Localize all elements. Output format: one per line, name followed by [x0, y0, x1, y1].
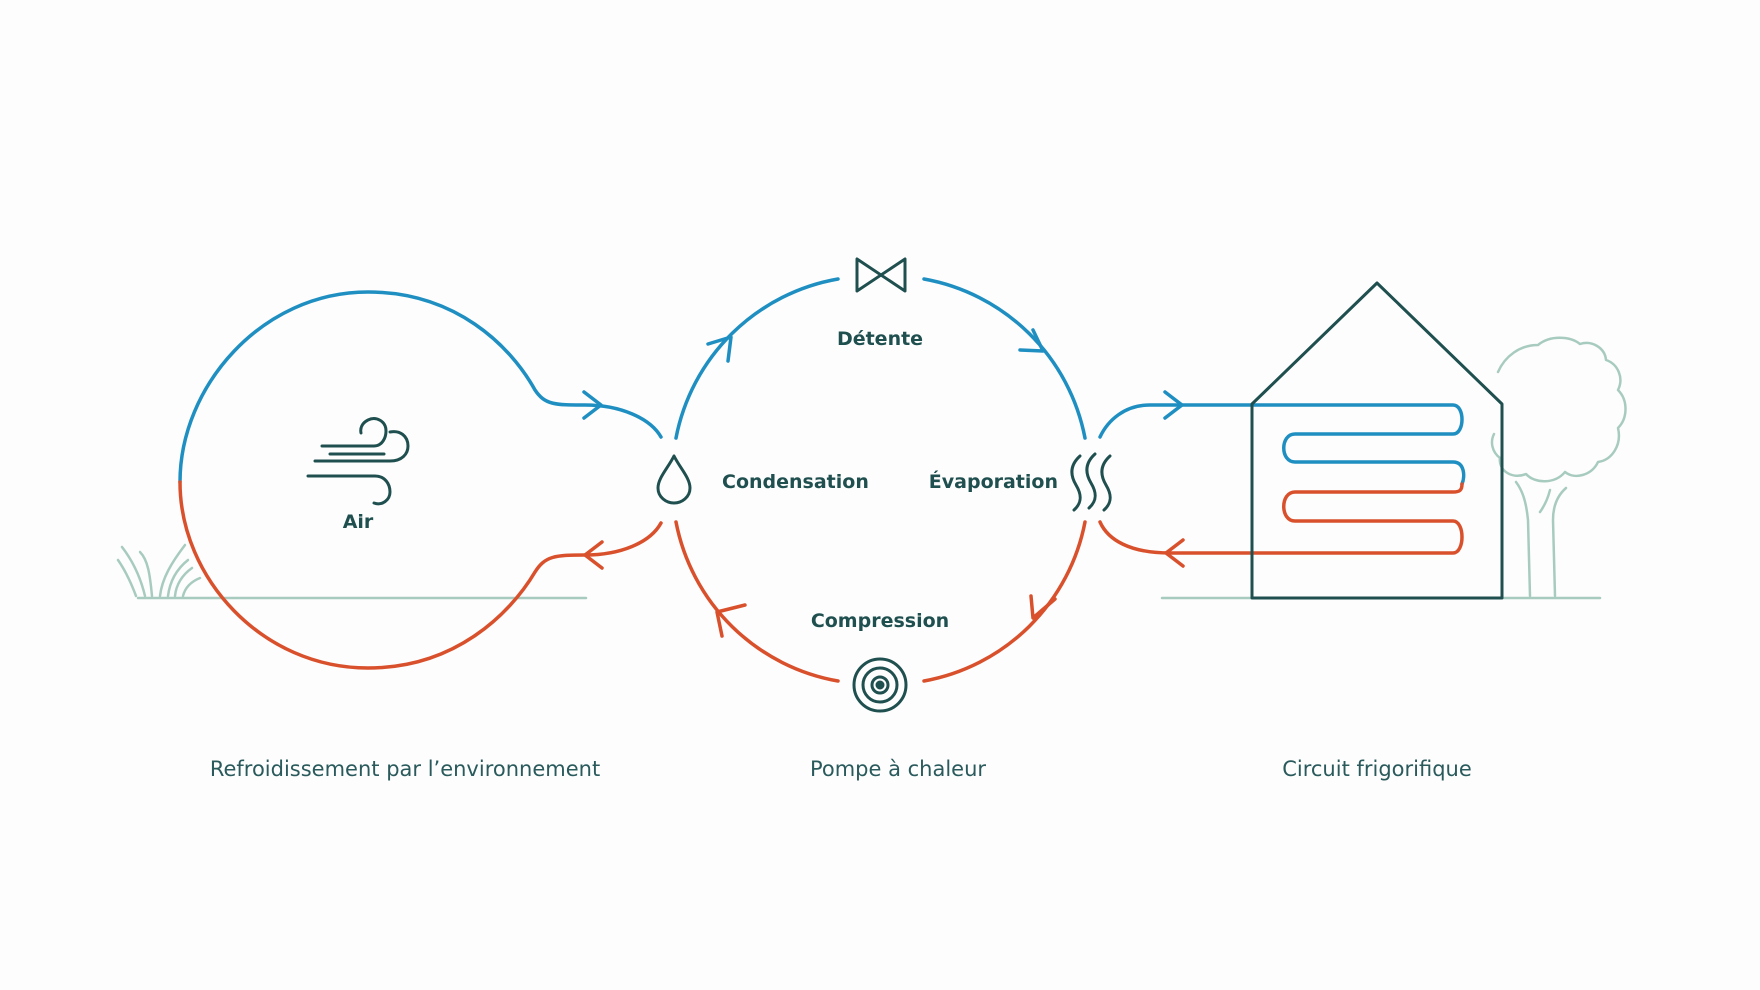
tree-icon	[1490, 336, 1627, 598]
circuit	[1098, 281, 1504, 600]
water-drop-icon	[656, 454, 692, 505]
caption-environment: Refroidissement par l’environnement	[210, 757, 600, 781]
caption-heat-pump: Pompe à chaleur	[810, 757, 986, 781]
circuit-cold-pipe	[1098, 403, 1466, 486]
compressor-icon	[852, 657, 908, 713]
circuit-arrow-right	[1163, 390, 1184, 420]
cycle-cold-left-arc	[674, 277, 840, 440]
arrow-up-left-hot	[715, 603, 747, 638]
heat-waves-icon	[1070, 452, 1112, 512]
detente-label: Détente	[837, 328, 923, 350]
env-hot-arc	[178, 480, 663, 670]
arrow-down-right	[1018, 328, 1045, 353]
wind-icon	[306, 417, 410, 506]
house-icon	[1250, 281, 1504, 600]
env-cold-arc	[178, 290, 663, 484]
arrow-up-left	[706, 335, 733, 363]
expansion-valve-icon	[855, 257, 907, 293]
env-arrow-left	[583, 540, 604, 570]
grass-icon	[116, 543, 202, 598]
circuit-arrow-left	[1164, 538, 1185, 568]
heat-pump-cycle	[674, 277, 1087, 683]
circuit-hot-pipe	[1098, 482, 1464, 555]
cycle-cold-right-arc	[922, 277, 1087, 440]
cycle-hot-left-arc	[674, 520, 840, 683]
env-arrow-right	[582, 390, 603, 420]
arrow-down-left	[1029, 594, 1057, 620]
cycle-hot-right-arc	[922, 520, 1087, 683]
environment-loop	[178, 290, 663, 670]
compression-label: Compression	[811, 610, 949, 632]
caption-circuit: Circuit frigorifique	[1282, 757, 1472, 781]
evaporation-label: Évaporation	[929, 470, 1058, 493]
air-label: Air	[343, 511, 374, 533]
condensation-label: Condensation	[722, 471, 869, 493]
landscape	[116, 336, 1627, 600]
